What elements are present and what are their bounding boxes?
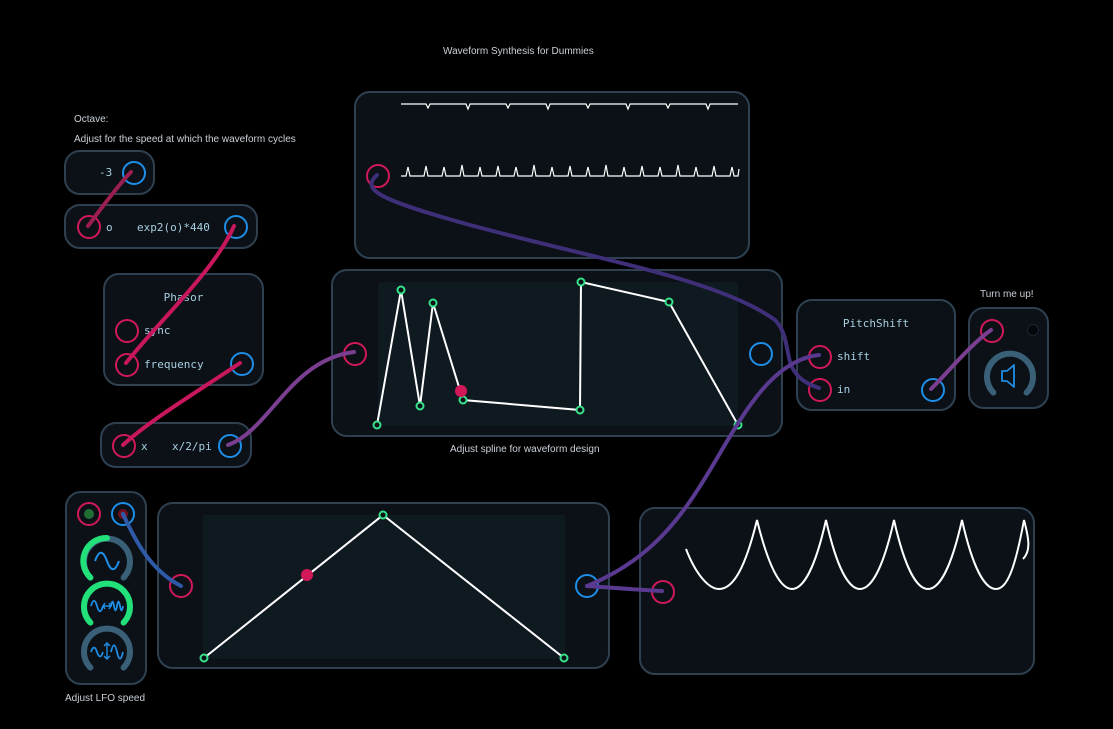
scope-trace-bottom	[401, 164, 740, 177]
pitchshift-in-port[interactable]	[808, 378, 832, 402]
octave-value[interactable]: -3	[99, 166, 113, 179]
octave-node[interactable]: -3	[64, 150, 155, 195]
x-input-port[interactable]	[112, 434, 136, 458]
octave-description: Adjust for the speed at which the wavefo…	[74, 134, 296, 145]
lfo-envelope-point	[199, 653, 209, 663]
pitchshift-title: PitchShift	[842, 317, 910, 330]
expr-output-port[interactable]	[224, 215, 248, 239]
phasor-node[interactable]: Phasor sync frequency	[103, 273, 264, 386]
phasor-output-port[interactable]	[230, 352, 254, 376]
phasor-sync-port[interactable]	[115, 319, 139, 343]
expression-node-x[interactable]: x x/2/pi	[100, 422, 252, 468]
amplitude-mod-icon	[90, 642, 124, 660]
lfo-envelope-input-port[interactable]	[169, 574, 193, 598]
lfo-knob-panel[interactable]	[65, 491, 147, 685]
lfo-envelope-point	[559, 653, 569, 663]
x-output-port[interactable]	[218, 434, 242, 458]
octave-title: Octave:	[74, 114, 109, 125]
expression-node-exp2[interactable]: o exp2(o)*440	[64, 204, 258, 249]
lfo-envelope-curve[interactable]	[159, 504, 608, 667]
lfo-envelope-node[interactable]	[157, 502, 610, 669]
expr-text[interactable]: exp2(o)*440	[137, 221, 210, 234]
x-expression-text[interactable]: x/2/pi	[172, 440, 212, 453]
pitchshift-node[interactable]: PitchShift shift in	[796, 299, 956, 411]
lfo-output-led	[118, 509, 128, 519]
lfo-knob-amplitude[interactable]	[80, 624, 134, 678]
spline-point	[372, 420, 382, 430]
lfo-scope-waveform	[685, 519, 1030, 591]
sine-wave-icon	[94, 551, 120, 571]
lfo-plot-area[interactable]	[203, 515, 565, 659]
lfo-envelope-line	[203, 513, 565, 659]
lfo-input-led	[84, 509, 94, 519]
output-status-led	[1027, 324, 1039, 336]
spline-editor-node[interactable]	[331, 269, 783, 437]
scope-traces	[401, 103, 740, 177]
lfo-envelope-point	[378, 510, 388, 520]
spline-point	[575, 405, 585, 415]
lfo-scope-node[interactable]	[639, 507, 1035, 675]
lfo-scope-trace	[685, 519, 1030, 591]
spline-curve[interactable]	[333, 271, 781, 435]
output-label: Turn me up!	[980, 289, 1034, 300]
spline-point	[458, 395, 468, 405]
page-title: Waveform Synthesis for Dummies	[443, 46, 594, 57]
volume-knob[interactable]	[983, 349, 1037, 403]
lfo-label: Adjust LFO speed	[65, 693, 146, 704]
phasor-frequency-port[interactable]	[115, 353, 139, 377]
lfo-knob-frequency[interactable]	[80, 579, 134, 633]
spline-point	[415, 401, 425, 411]
phasor-sync-label: sync	[144, 324, 171, 337]
spline-point	[733, 420, 743, 430]
expr-input-label: o	[106, 221, 113, 234]
spline-input-port[interactable]	[343, 342, 367, 366]
octave-output-port[interactable]	[122, 161, 146, 185]
pitchshift-shift-label: shift	[837, 350, 871, 363]
pitchshift-output-port[interactable]	[921, 378, 945, 402]
phasor-frequency-label: frequency	[144, 358, 204, 371]
output-input-port[interactable]	[980, 319, 1004, 343]
spline-output-port[interactable]	[749, 342, 773, 366]
pitchshift-shift-port[interactable]	[808, 345, 832, 369]
spline-playhead	[455, 385, 467, 397]
lfo-envelope-output-port[interactable]	[575, 574, 599, 598]
oscilloscope-node[interactable]	[354, 91, 750, 259]
phasor-title: Phasor	[163, 291, 204, 304]
x-input-label: x	[141, 440, 148, 453]
output-node[interactable]	[968, 307, 1049, 409]
pitchshift-in-label: in	[837, 383, 851, 396]
lfo-playhead	[301, 569, 313, 581]
spline-point	[664, 297, 674, 307]
speaker-icon	[1001, 364, 1015, 388]
expr-input-port-o[interactable]	[77, 215, 101, 239]
spline-point	[396, 285, 406, 295]
scope-trace-top	[401, 103, 738, 111]
spline-point	[576, 277, 586, 287]
spline-point	[428, 298, 438, 308]
spline-label: Adjust spline for waveform design	[450, 444, 600, 455]
frequency-mod-icon	[90, 599, 124, 613]
